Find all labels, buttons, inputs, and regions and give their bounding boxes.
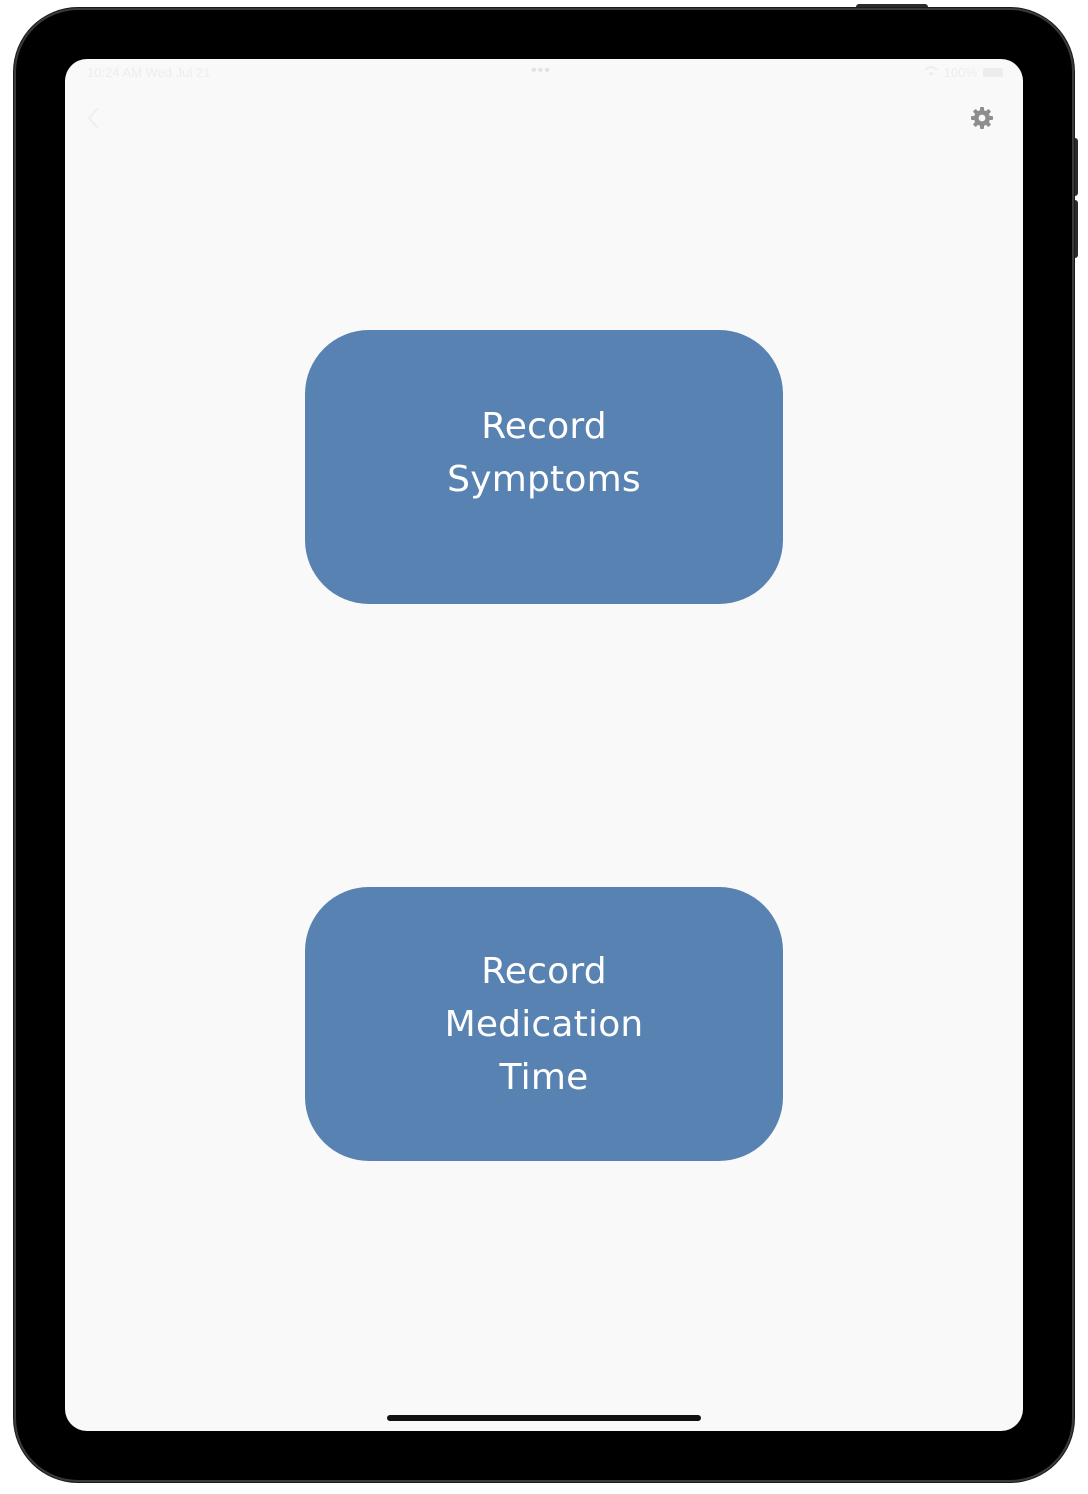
status-time: 10:24 AM Wed Jul 21 <box>87 65 211 80</box>
battery-percent: 100% <box>943 65 977 80</box>
status-bar: 10:24 AM Wed Jul 21 ••• 100% <box>65 59 1023 85</box>
record-medication-time-button[interactable]: Record Medication Time <box>305 887 783 1161</box>
status-indicators: 100% <box>924 65 1003 80</box>
chevron-left-icon <box>86 106 100 134</box>
settings-button[interactable] <box>969 107 995 133</box>
record-medication-time-label: Record Medication Time <box>444 950 644 1098</box>
power-button <box>856 4 928 10</box>
record-symptoms-button[interactable]: Record Symptoms <box>305 330 783 604</box>
app-screen: 10:24 AM Wed Jul 21 ••• 100% <box>65 59 1023 1431</box>
record-symptoms-label: Record Symptoms <box>447 406 641 500</box>
home-indicator[interactable] <box>387 1415 701 1421</box>
volume-up-button <box>1072 138 1078 196</box>
back-button[interactable] <box>81 103 105 137</box>
wifi-icon <box>924 65 938 80</box>
multitasking-dots[interactable]: ••• <box>531 62 551 79</box>
volume-down-button <box>1072 200 1078 258</box>
battery-icon <box>983 68 1003 77</box>
gear-icon <box>970 106 994 134</box>
